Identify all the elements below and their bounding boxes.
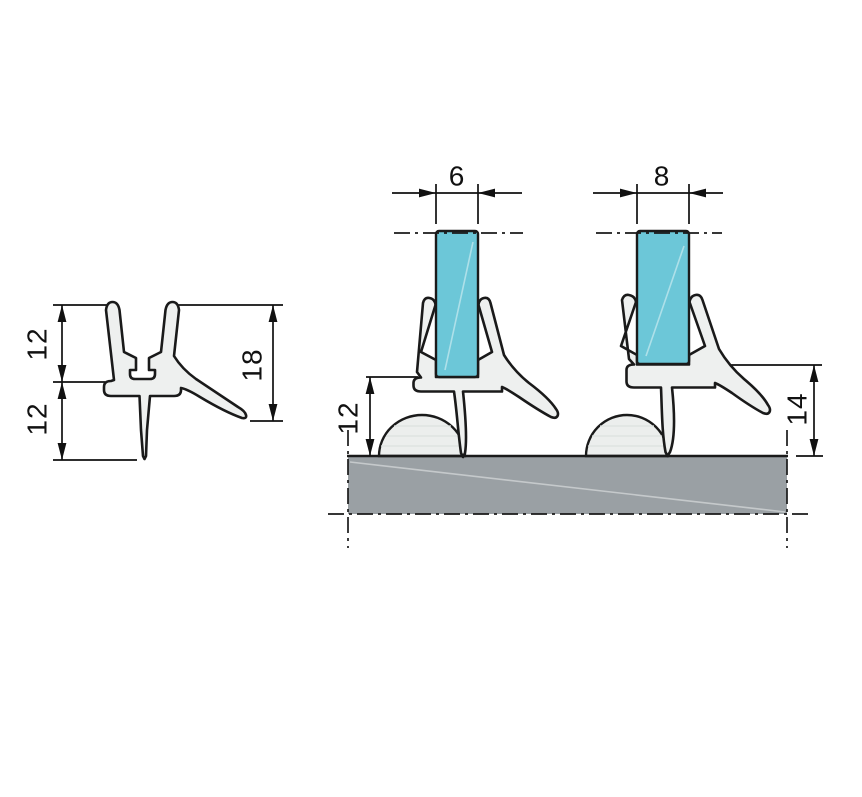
seal-8mm [619, 293, 772, 458]
dim-label-profile-upper: 12 [22, 327, 53, 360]
glass-panel-6mm [434, 229, 480, 379]
dim-label-clearance-12: 12 [333, 401, 364, 434]
glass-6mm-highlight [444, 241, 474, 371]
glass-panel-8mm [635, 229, 691, 366]
dome-left-stripes [381, 425, 463, 447]
dim-label-glass-8: 8 [654, 161, 671, 192]
centerlines [328, 232, 808, 548]
seal-6mm [412, 296, 560, 459]
glass-8mm-highlight [645, 245, 685, 357]
dimension-arrowheads [57, 188, 819, 460]
dome-right-stripes [588, 425, 666, 447]
dim-label-clearance-14: 14 [782, 392, 813, 425]
dim-label-glass-6: 6 [449, 161, 466, 192]
seal-profile-section [102, 300, 248, 461]
dim-label-profile-total: 18 [237, 348, 268, 381]
floor-highlight-line [349, 461, 786, 513]
dim-label-profile-lower: 12 [22, 402, 53, 435]
